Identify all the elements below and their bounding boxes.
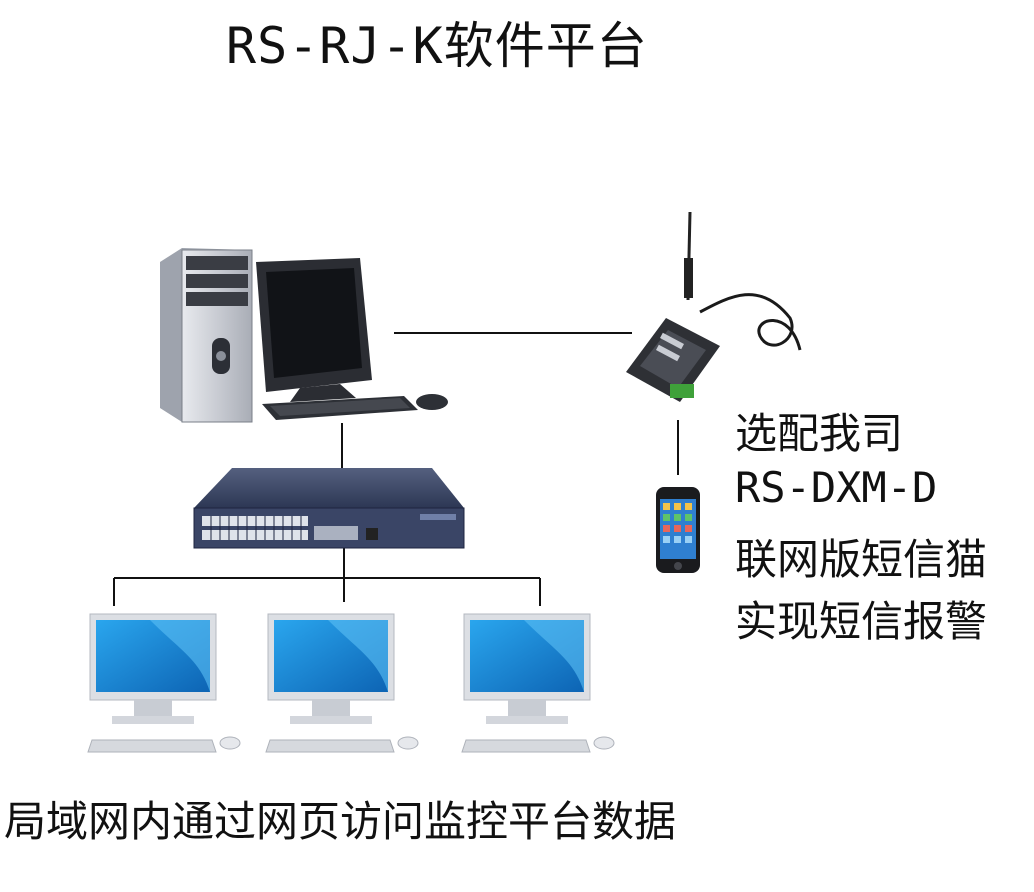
server-workstation (160, 248, 448, 423)
network-switch (193, 468, 465, 549)
lan-access-caption: 局域网内通过网页访问监控平台数据 (4, 797, 677, 846)
modem-note-line-2: RS-DXM-D (735, 463, 938, 512)
pc-monitor (256, 258, 372, 402)
sms-modem (626, 211, 802, 402)
connection-lines (113, 332, 679, 606)
client-computer-3 (461, 613, 615, 753)
client-computer-2 (265, 613, 419, 753)
client-computer-1 (87, 613, 241, 753)
modem-note-line-1: 选配我司 (735, 409, 904, 458)
modem-note-line-4: 实现短信报警 (735, 597, 988, 646)
diagram-title: RS-RJ-K软件平台 (226, 17, 648, 75)
pc-mouse (416, 394, 448, 410)
pc-tower (160, 248, 253, 423)
mobile-phone (656, 487, 700, 573)
modem-note-line-3: 联网版短信猫 (735, 535, 988, 584)
pc-keyboard (262, 396, 418, 420)
